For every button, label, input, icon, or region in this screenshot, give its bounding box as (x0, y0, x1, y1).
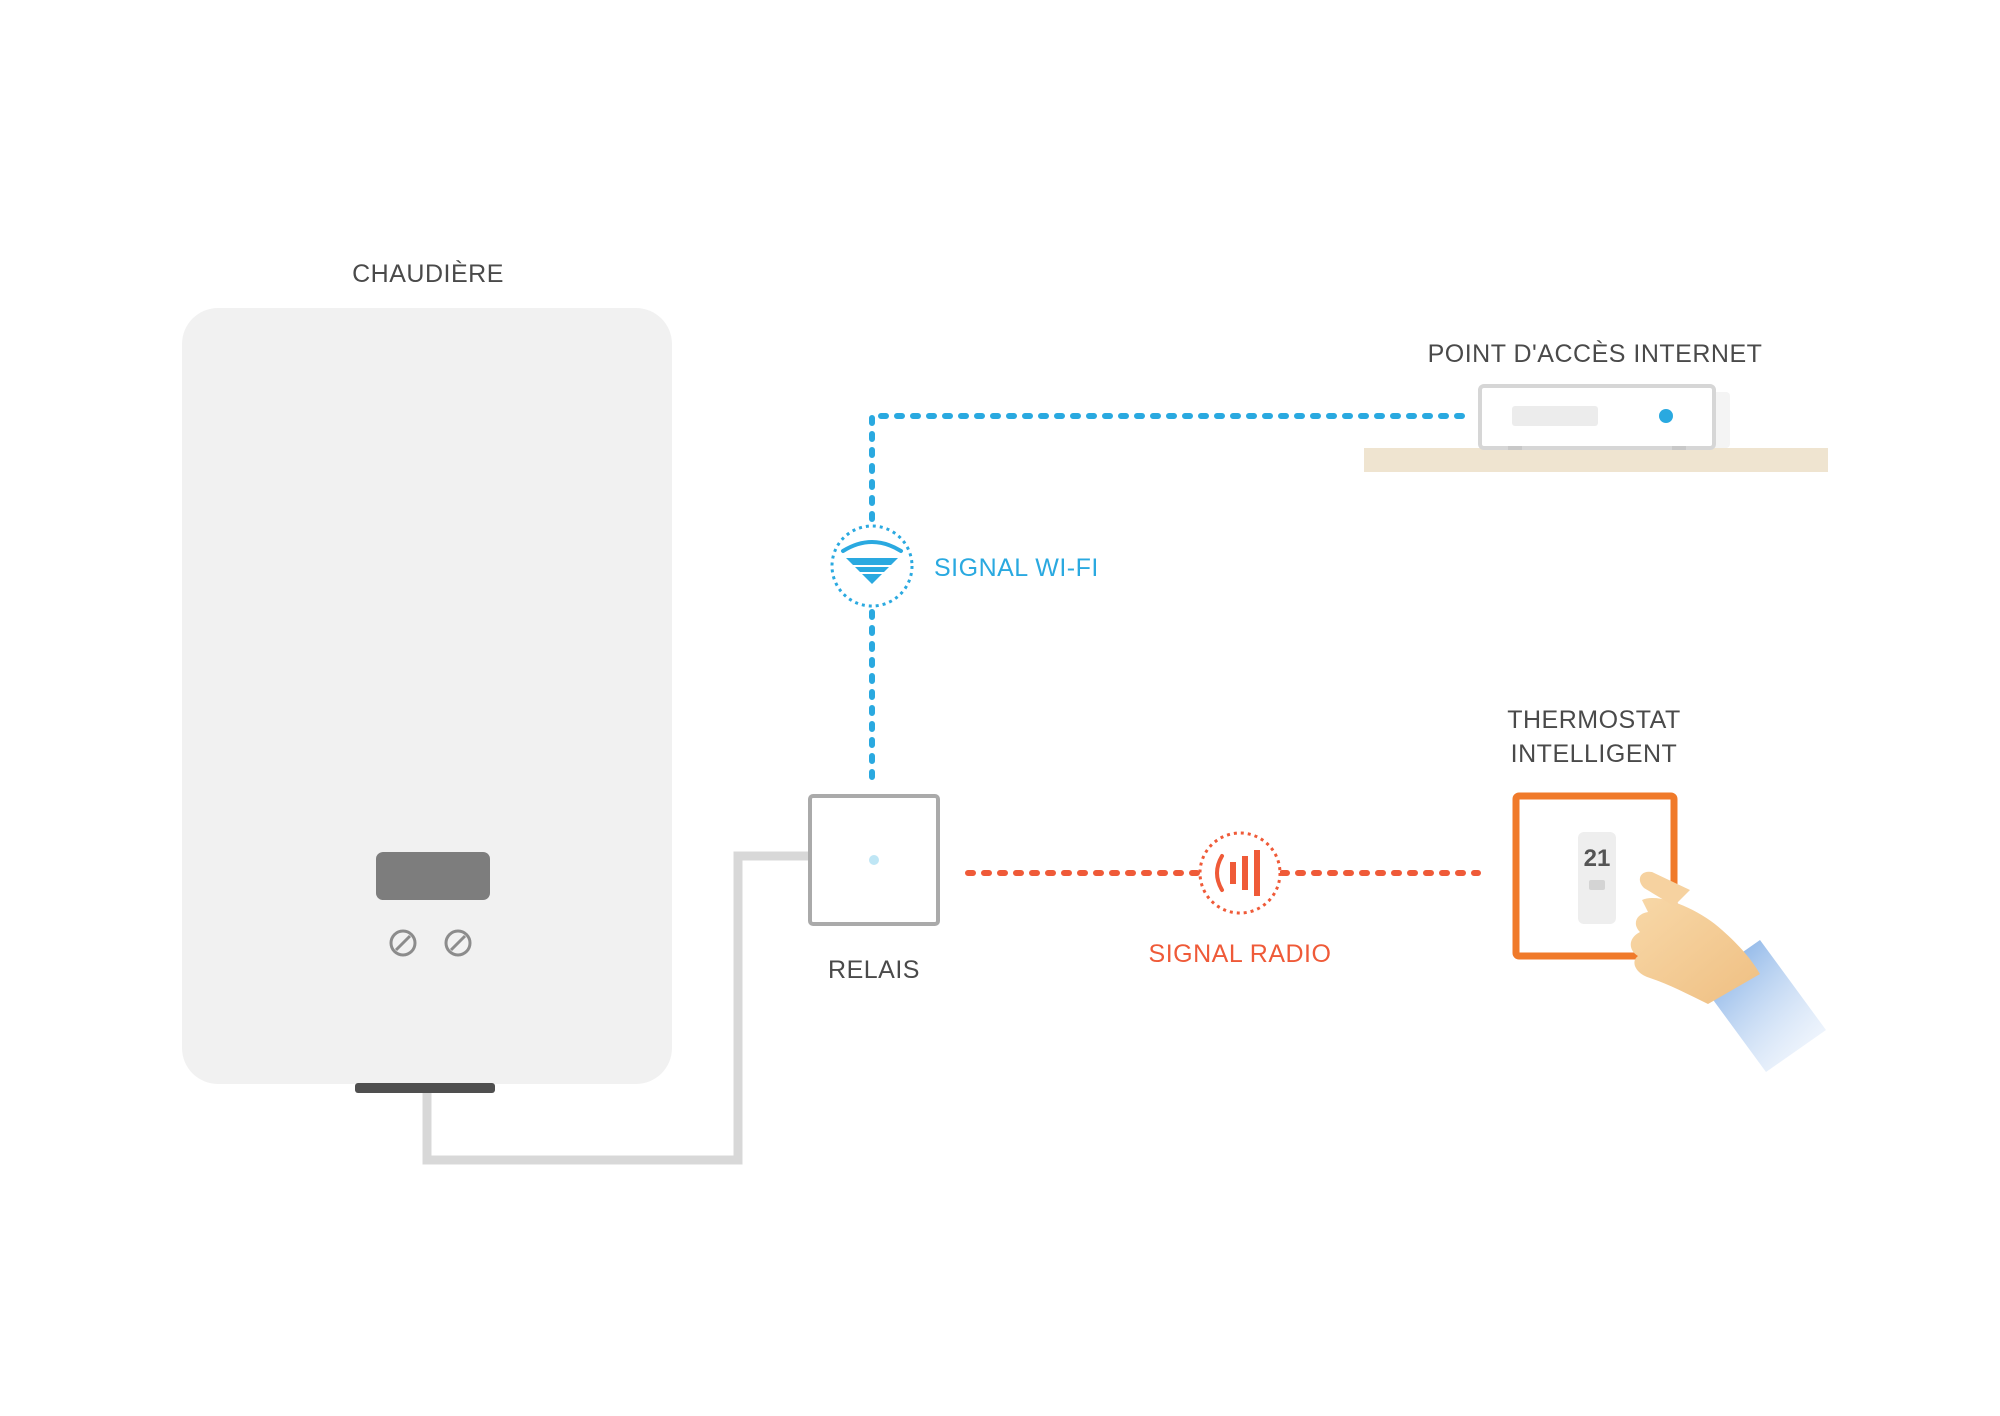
shelf (1364, 448, 1828, 472)
boiler: CHAUDIÈRE (182, 259, 672, 1093)
boiler-knob-right[interactable] (444, 929, 472, 957)
pointing-hand-icon (1630, 871, 1826, 1072)
access-point-label: POINT D'ACCÈS INTERNET (1428, 339, 1763, 368)
thermostat-label-line1: THERMOSTAT (1507, 706, 1681, 734)
router-foot-right (1672, 446, 1686, 450)
relay-label: RELAIS (828, 956, 920, 984)
wifi-icon (841, 540, 903, 584)
thermostat-temperature: 21 (1584, 845, 1611, 872)
thermostat-device[interactable] (1578, 832, 1616, 924)
knob-icon (444, 929, 472, 957)
relay: RELAIS (808, 794, 940, 984)
relay-led (869, 855, 879, 865)
router-foot-left (1508, 446, 1522, 450)
boiler-label: CHAUDIÈRE (352, 259, 504, 288)
wifi-signal-line-top (869, 413, 1465, 525)
boiler-bottom-bar (355, 1083, 495, 1093)
smart-thermostat: THERMOSTAT INTELLIGENT 21 (1507, 706, 1681, 960)
hand-palm (1630, 898, 1760, 1004)
router-panel (1512, 406, 1598, 426)
thermostat-button[interactable] (1589, 880, 1605, 890)
wifi-signal-label: SIGNAL WI-FI (934, 554, 1099, 582)
hand-finger (1639, 871, 1690, 906)
boiler-body (182, 308, 672, 1084)
router-led (1659, 409, 1673, 423)
boiler-knob-left[interactable] (389, 929, 417, 957)
radio-signal-badge: SIGNAL RADIO (1149, 831, 1332, 968)
knob-icon (389, 929, 417, 957)
internet-access-point: POINT D'ACCÈS INTERNET (1364, 339, 1828, 472)
boiler-display (376, 852, 490, 900)
boiler-relay-wire (422, 851, 810, 1165)
thermostat-label-line2: INTELLIGENT (1511, 740, 1678, 768)
wifi-signal-badge: SIGNAL WI-FI (830, 524, 1099, 608)
radio-wave-icon (1215, 850, 1260, 896)
radio-signal-label: SIGNAL RADIO (1149, 940, 1332, 968)
